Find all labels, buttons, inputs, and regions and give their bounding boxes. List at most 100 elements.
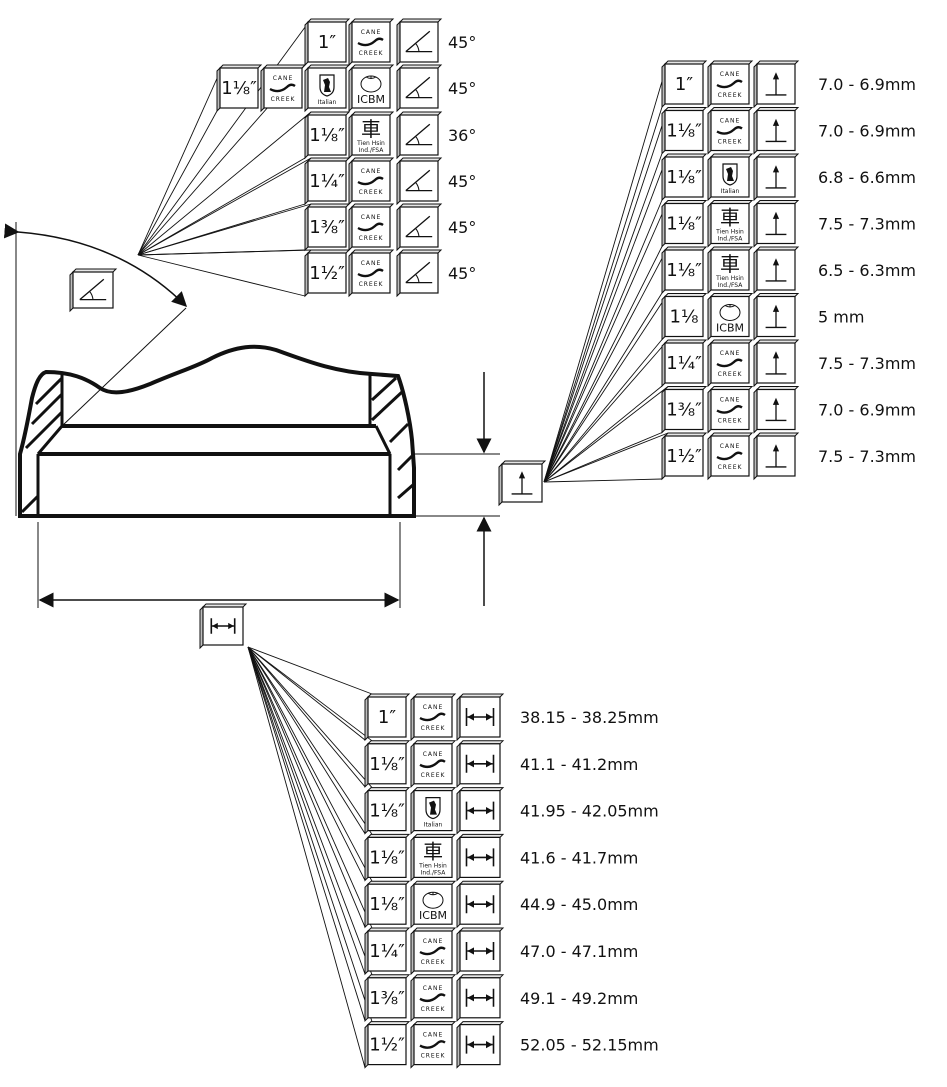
cane-text: CANE <box>423 704 444 711</box>
size-label: 1½″ <box>309 263 345 284</box>
angle-tile <box>396 157 443 206</box>
width-arrow-icon <box>465 988 495 1007</box>
creek-text: CREEK <box>359 235 384 242</box>
cane-text: CANE <box>423 751 444 758</box>
size-tile <box>304 157 351 206</box>
angle-icon <box>405 30 433 53</box>
icbm-tomato-logo: ICBM <box>716 304 744 335</box>
cane-text: CANE <box>361 260 382 267</box>
angle-icon <box>405 169 433 192</box>
section-hatching <box>20 376 415 514</box>
maker-tile <box>410 833 457 882</box>
maker-tile <box>410 974 457 1023</box>
height-value: 6.5 - 6.3mm <box>818 261 916 280</box>
angle-value: 45° <box>448 172 476 191</box>
tien-hsin-character: 車 <box>720 252 740 276</box>
angle-value: 36° <box>448 126 476 145</box>
size-label: 1″ <box>675 74 693 95</box>
height-value: 7.5 - 7.3mm <box>818 447 916 466</box>
maker-tile <box>348 18 395 67</box>
maker-tile <box>410 693 457 742</box>
size-label: 1⅛″ <box>666 214 702 235</box>
size-label: 1″ <box>318 32 336 53</box>
maker-tile <box>348 111 395 160</box>
height-arrow-icon <box>765 165 787 189</box>
size-tile <box>364 693 411 742</box>
size-tile <box>661 153 708 202</box>
tien-hsin-text: Tien Hsin <box>715 229 744 236</box>
width-value: 49.1 - 49.2mm <box>520 989 638 1008</box>
angle-icon <box>79 278 107 301</box>
size-tile <box>364 740 411 789</box>
maker-tile <box>707 246 754 295</box>
size-label: 1″ <box>378 707 396 728</box>
size-label: 1¼″ <box>309 171 345 192</box>
icbm-tomato-logo: ICBM <box>357 75 385 106</box>
italian-text: Italian <box>721 188 740 195</box>
italian-horse-logo: Italian <box>318 74 336 106</box>
angle-key-box <box>69 268 118 313</box>
size-tile <box>661 339 708 388</box>
maker-tile <box>707 386 754 434</box>
size-tile <box>364 880 411 929</box>
italian-horse-logo: Italian <box>424 797 442 829</box>
size-label: 1⅜″ <box>369 988 405 1009</box>
cane-text: CANE <box>423 985 444 992</box>
cane-text: CANE <box>423 1032 444 1039</box>
tien-hsin-subtext: Ind./FSA <box>718 236 744 243</box>
angle-value: 45° <box>448 79 476 98</box>
size-tile <box>304 111 351 160</box>
angle-tile <box>396 18 443 67</box>
size-label: 1⅛ <box>670 307 699 328</box>
tien-hsin-subtext: Ind./FSA <box>359 147 385 154</box>
maker-tile <box>348 203 395 252</box>
maker-tile <box>410 740 457 789</box>
size-label: 1⅛″ <box>666 260 702 281</box>
creek-text: CREEK <box>359 281 384 288</box>
width-key-box <box>199 603 248 650</box>
size-tile <box>661 386 708 434</box>
cane-text: CANE <box>720 397 741 404</box>
size-tile <box>661 107 708 155</box>
angle-icon <box>405 76 433 99</box>
height-key-box <box>498 460 547 507</box>
height-value: 7.0 - 6.9mm <box>818 75 916 94</box>
cane-text: CANE <box>423 938 444 945</box>
height-arrow-icon <box>511 471 533 495</box>
height-tile <box>753 432 800 481</box>
maker-tile <box>410 1021 457 1069</box>
width-arrow-icon <box>465 754 495 773</box>
size-label: 1⅛″ <box>369 847 405 868</box>
maker-tile <box>348 157 395 206</box>
width-arrow-icon <box>465 801 495 820</box>
angle-value: 45° <box>448 218 476 237</box>
tien-hsin-text: Tien Hsin <box>715 275 744 282</box>
width-value: 44.9 - 45.0mm <box>520 895 638 914</box>
width-arrow-icon <box>465 1035 495 1054</box>
width-value: 38.15 - 38.25mm <box>520 708 659 727</box>
creek-text: CREEK <box>359 189 384 196</box>
